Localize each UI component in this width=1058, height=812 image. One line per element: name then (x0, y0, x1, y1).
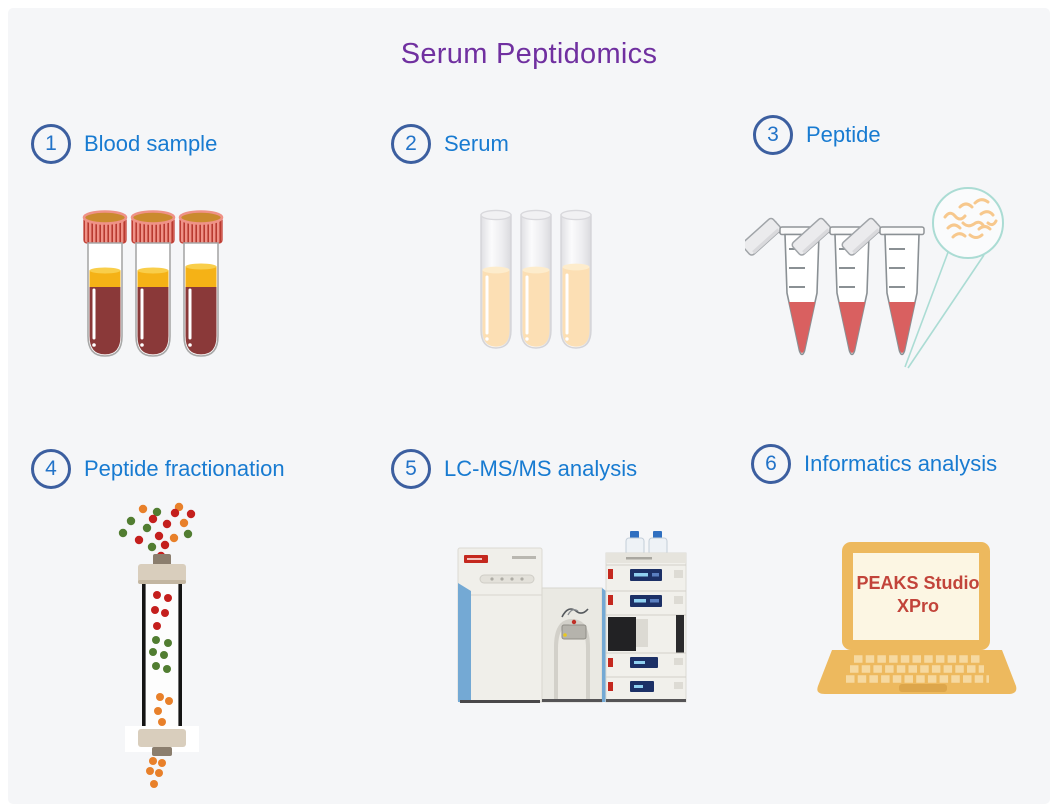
laptop-keyboard (846, 655, 989, 683)
step-number-badge: 2 (391, 124, 431, 164)
step-header-lcmsms: 5 LC-MS/MS analysis (391, 449, 637, 489)
column-red-band (151, 591, 172, 630)
blood-tube (82, 210, 128, 357)
mass-spectrometer-icon (457, 531, 687, 703)
step-number-badge: 6 (751, 444, 791, 484)
column-bottom-cap (125, 726, 199, 756)
laptop-trackpad (899, 684, 947, 692)
step-header-peptide: 3 Peptide (753, 115, 881, 155)
column-orange-band (154, 693, 173, 726)
step-number-badge: 4 (31, 449, 71, 489)
hplc-module (606, 652, 686, 668)
hplc-module (606, 564, 686, 581)
serum-tube (560, 209, 592, 349)
hplc-stack (605, 531, 687, 703)
step-header-peptide-fractionation: 4 Peptide fractionation (31, 449, 285, 489)
peptide-tube (745, 217, 825, 356)
step-label: Peptide (806, 122, 881, 147)
ms-tower (457, 547, 543, 703)
peptide-zoom-bubble (904, 187, 1004, 369)
chromatography-column-icon (118, 502, 199, 788)
step-label: LC-MS/MS analysis (444, 456, 638, 481)
step-number-badge: 1 (31, 124, 71, 164)
solvent-bottles (625, 531, 668, 556)
peptide-tubes-icon (745, 187, 1004, 369)
column-green-band (149, 636, 172, 673)
step-number-badge: 5 (391, 449, 431, 489)
software-name: PEAKS Studio XPro (843, 572, 993, 617)
ion-source-module (541, 587, 610, 703)
blood-tube (178, 210, 224, 357)
laptop-base (817, 650, 1017, 694)
step-label: Informatics analysis (804, 451, 998, 476)
serum-tubes-icon (480, 209, 592, 349)
software-name-line2: XPro (896, 595, 939, 616)
blood-tube (130, 210, 176, 357)
step-header-serum: 2 Serum (391, 124, 509, 164)
serum-tube (480, 209, 512, 349)
hplc-module (606, 590, 686, 607)
blood-tubes-icon (82, 210, 224, 357)
serum-tube (520, 209, 552, 349)
column-body (142, 584, 182, 730)
step-label: Blood sample (84, 131, 218, 156)
laptop-icon (817, 542, 1017, 694)
software-name-line1: PEAKS Studio (856, 573, 980, 593)
page-title: Serum Peptidomics (400, 38, 658, 70)
step-header-informatics: 6 Informatics analysis (751, 444, 997, 484)
step-label: Peptide fractionation (84, 456, 285, 481)
sprayer-assembly (561, 608, 589, 640)
laptop-screen (842, 542, 990, 650)
step-label: Serum (444, 131, 509, 156)
hplc-sample-compartment (606, 614, 686, 653)
eluted-drops (146, 757, 166, 788)
hplc-module (606, 676, 686, 692)
step-header-blood-sample: 1 Blood sample (31, 124, 217, 164)
scatter-dots (118, 502, 196, 561)
peptide-squiggles (943, 198, 998, 239)
step-number-badge: 3 (753, 115, 793, 155)
column-top-cap (138, 554, 186, 584)
peptide-tube (841, 217, 925, 356)
